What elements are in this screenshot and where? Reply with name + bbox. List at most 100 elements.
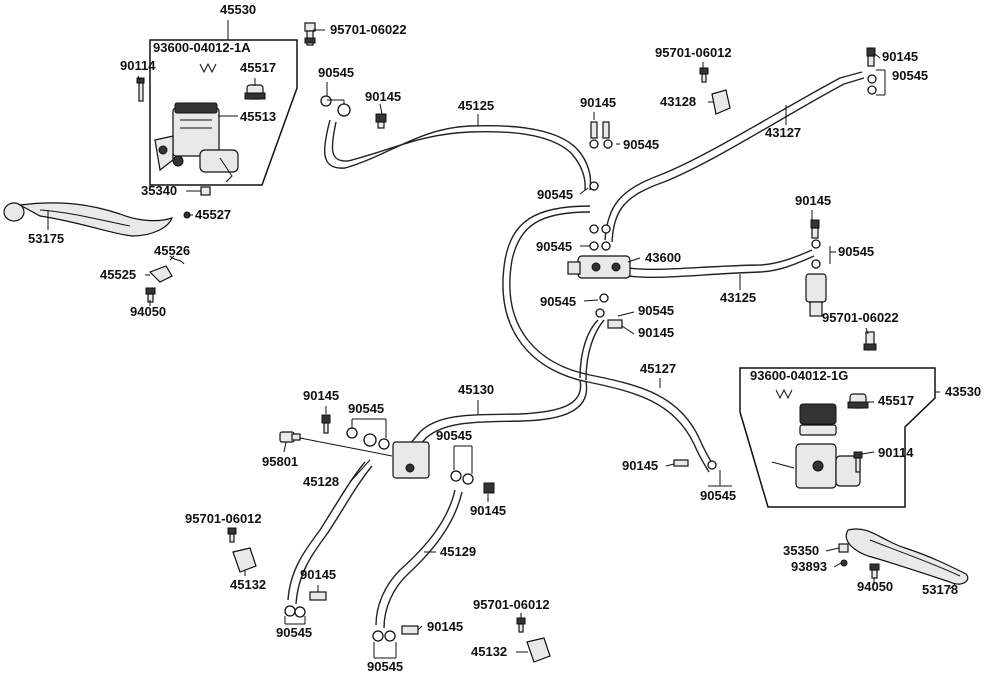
- bolt-95801: [279, 431, 301, 443]
- part-label-95701-06012-top: 95701-06012: [655, 45, 732, 60]
- hose-43125-b: [627, 255, 815, 279]
- part-label-90145-c: 90145: [795, 193, 831, 208]
- part-label-35340: 35340: [141, 183, 177, 198]
- left-brake-reservoir: [154, 102, 239, 183]
- bolts-95701-06012: [227, 67, 709, 633]
- right-diaphragm-clip: [775, 388, 793, 400]
- right-master-cylinder-group-outline: [739, 367, 936, 508]
- part-label-53175: 53175: [28, 231, 64, 246]
- part-label-93600-04012-1G: 93600-04012-1G: [750, 368, 848, 383]
- part-label-53178: 53178: [922, 582, 958, 597]
- arrow-95801-to-caliper: [299, 437, 393, 457]
- right-brake-lever: [845, 528, 969, 585]
- hose-short-a: [579, 319, 599, 379]
- left-lever-bracket-45525: [148, 265, 173, 283]
- part-label-95701-06022-top: 95701-06022: [330, 22, 407, 37]
- hose-43125-a: [627, 249, 813, 271]
- hose-45127-a: [509, 211, 716, 469]
- part-label-90545-a: 90545: [318, 65, 354, 80]
- part-label-45130: 45130: [458, 382, 494, 397]
- hose-43127-a: [604, 71, 863, 241]
- part-label-45513: 45513: [240, 109, 276, 124]
- part-label-45132-left: 45132: [230, 577, 266, 592]
- left-lever-spring-45526: [169, 255, 185, 265]
- left-brake-lever: [3, 202, 174, 237]
- leader-lines: [47, 20, 956, 659]
- part-label-45125: 45125: [458, 98, 494, 113]
- part-label-45517-right: 45517: [878, 393, 914, 408]
- part-label-90145-i: 90145: [427, 619, 463, 634]
- part-label-45526: 45526: [154, 243, 190, 258]
- part-label-45132-bottom: 45132: [471, 644, 507, 659]
- part-label-94050-right: 94050: [857, 579, 893, 594]
- part-label-95701-06012-bottom: 95701-06012: [473, 597, 550, 612]
- part-label-90145-f: 90145: [622, 458, 658, 473]
- right-reservoir-cap: [847, 393, 869, 409]
- part-label-90145-h: 90145: [300, 567, 336, 582]
- right-master-cylinder: [795, 403, 861, 489]
- bolt-95701-06022-right: [863, 331, 877, 351]
- part-label-90545-f: 90545: [540, 294, 576, 309]
- part-label-45517-left: 45517: [240, 60, 276, 75]
- part-label-90114-left: 90114: [120, 58, 156, 73]
- part-label-43530: 43530: [945, 384, 981, 399]
- clip-43128: [711, 89, 731, 115]
- hose-short-b: [585, 319, 605, 381]
- part-label-90145-d: 90145: [638, 325, 674, 340]
- part-label-90114-right: 90114: [878, 445, 914, 460]
- part-label-95801: 95801: [262, 454, 298, 469]
- part-label-90145-a: 90145: [365, 89, 401, 104]
- left-diaphragm-clip: [199, 62, 217, 74]
- washers: [284, 74, 877, 642]
- part-label-95701-06022-right: 95701-06022: [822, 310, 899, 325]
- top-bolt-95701-06022: [304, 22, 316, 46]
- right-lever-pivot-35350: [838, 543, 849, 553]
- part-label-90545-g: 90545: [638, 303, 674, 318]
- part-label-43125: 43125: [720, 290, 756, 305]
- part-label-90545-e: 90545: [838, 244, 874, 259]
- brake-junction-43600: [567, 255, 631, 279]
- part-label-95701-06012-left: 95701-06012: [185, 511, 262, 526]
- part-label-35350: 35350: [783, 543, 819, 558]
- hose-45125-a: [324, 119, 592, 191]
- left-bolt-94050: [145, 287, 156, 303]
- part-label-43600: 43600: [645, 250, 681, 265]
- right-bolt-94050: [869, 563, 880, 579]
- hose-45130-a: [404, 379, 582, 451]
- part-label-90545-c: 90545: [537, 187, 573, 202]
- part-label-90545-j: 90545: [700, 488, 736, 503]
- part-label-90145-b: 90145: [580, 95, 616, 110]
- right-valve-body: [805, 273, 827, 317]
- bolts-90145: [309, 47, 876, 635]
- part-label-90545-l: 90545: [367, 659, 403, 674]
- hose-45128-b: [295, 465, 373, 605]
- part-label-90145-e: 90145: [303, 388, 339, 403]
- part-label-45127: 45127: [640, 361, 676, 376]
- left-lever-pivot-35340: [200, 186, 211, 196]
- front-caliper-block: [392, 441, 430, 479]
- right-lever-screw-93893: [840, 559, 848, 567]
- clip-45132-bottom: [526, 637, 551, 663]
- right-screw-90114: [853, 451, 863, 473]
- hose-45130-b: [411, 381, 588, 455]
- part-label-90145-g: 90145: [470, 503, 506, 518]
- part-label-94050-left: 94050: [130, 304, 166, 319]
- part-label-90545-k: 90545: [276, 625, 312, 640]
- part-label-45129: 45129: [440, 544, 476, 559]
- part-label-90545-h: 90545: [348, 401, 384, 416]
- part-label-93893: 93893: [791, 559, 827, 574]
- part-label-93600-04012-1A: 93600-04012-1A: [153, 40, 251, 55]
- part-label-90545-b: 90545: [623, 137, 659, 152]
- hose-45127-b: [502, 205, 710, 473]
- left-master-cylinder-group-outline: [149, 39, 298, 186]
- clip-45132-left: [232, 547, 257, 573]
- left-reservoir-cap: [244, 84, 266, 100]
- part-label-43127: 43127: [765, 125, 801, 140]
- part-label-90145-tr: 90145: [882, 49, 918, 64]
- hose-43127-b: [611, 77, 865, 243]
- hose-45125-b: [331, 121, 586, 191]
- left-screw-90114: [136, 77, 145, 102]
- part-label-45525: 45525: [100, 267, 136, 282]
